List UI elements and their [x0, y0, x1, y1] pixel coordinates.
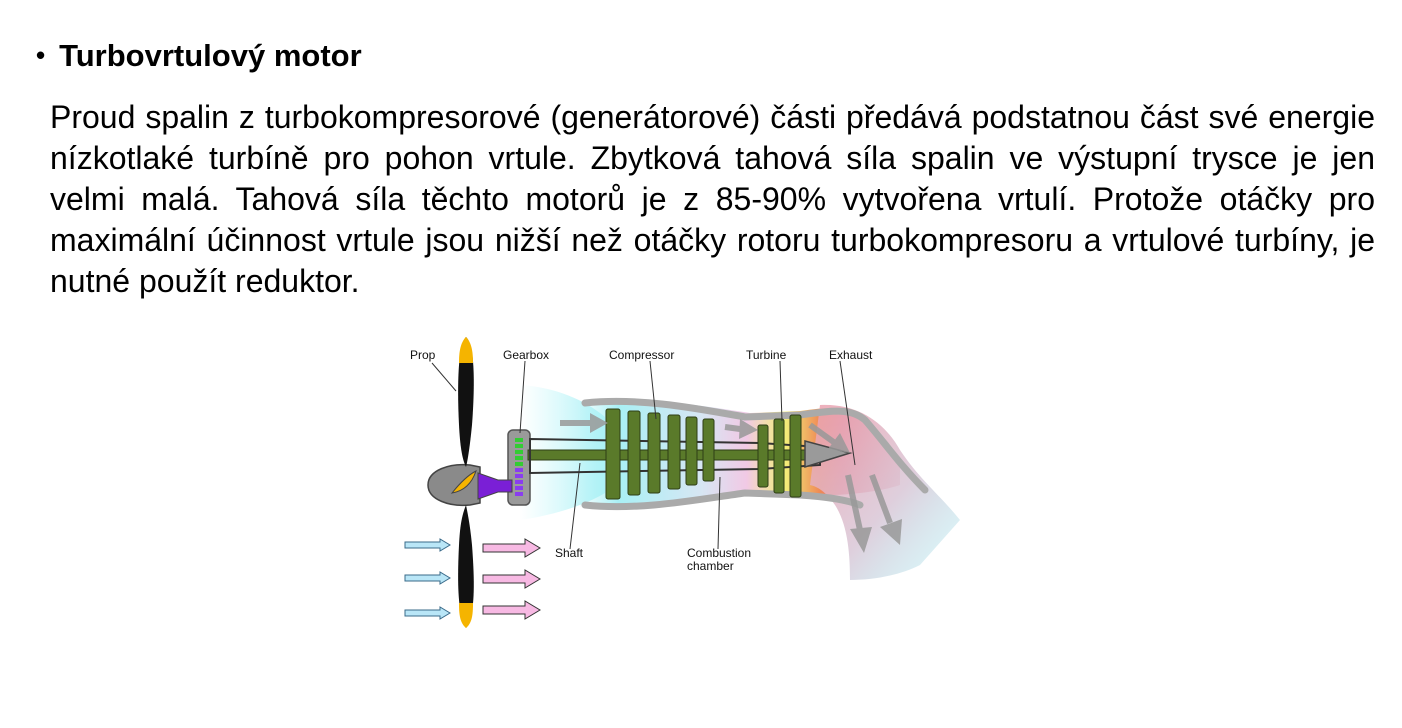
prop-blade-bottom: [458, 505, 474, 628]
body-paragraph: Proud spalin z turbokompresorové (generá…: [50, 99, 1375, 299]
prop-spinner: [427, 463, 481, 507]
heading-title: Turbovrtulový motor: [59, 38, 362, 73]
spinner-yellow-mark: [450, 470, 477, 494]
turboprop-svg: Prop Gearbox Compressor Turbine Exhaust …: [404, 337, 960, 628]
internal-flow-arrows: [560, 413, 902, 553]
prop-blade-top: [458, 337, 474, 467]
prop-shaft-purple: [477, 472, 513, 500]
label-exhaust: Exhaust: [829, 348, 873, 362]
label-shaft: Shaft: [555, 546, 584, 560]
prop-blade-top-tip: [459, 337, 473, 363]
section-heading: • Turbovrtulový motor: [36, 38, 362, 74]
label-leader-lines: [431, 360, 856, 550]
label-compressor: Compressor: [609, 348, 674, 362]
engine-casing-bottom: [581, 489, 864, 511]
turboprop-diagram: Prop Gearbox Compressor Turbine Exhaust …: [380, 325, 980, 645]
engine-casing-top: [581, 397, 929, 494]
outflow-arrows: [482, 538, 541, 620]
inflow-arrows: [404, 538, 451, 620]
prop-blade-bottom-tip: [459, 603, 473, 628]
label-prop: Prop: [410, 348, 436, 362]
label-turbine: Turbine: [746, 348, 787, 362]
label-combustion-line1: Combustion: [687, 546, 751, 560]
exhaust-plume: [810, 404, 960, 580]
gearbox-gears: [515, 438, 523, 496]
exhaust-cone: [804, 440, 853, 469]
turbine-stages: [757, 414, 802, 498]
label-combustion-line2: chamber: [687, 559, 734, 573]
compressor-stages: [605, 408, 715, 500]
label-gearbox: Gearbox: [503, 348, 549, 362]
bullet-icon: •: [36, 39, 46, 70]
